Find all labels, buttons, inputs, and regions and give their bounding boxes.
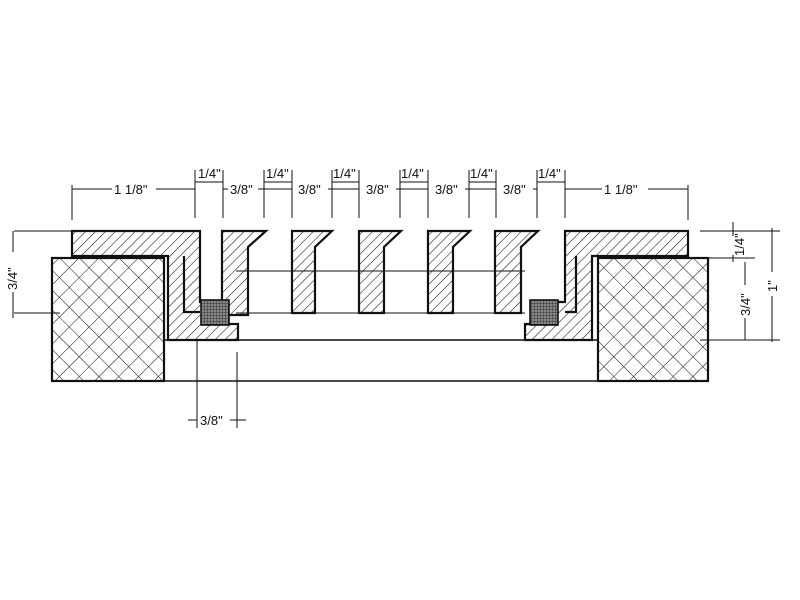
right-vertical-dimensions: 1/4" 3/4" 1": [700, 222, 780, 342]
dim-label: 1": [765, 280, 780, 292]
horizontal-extension-lines: [71, 170, 689, 220]
dim-label: 1/4": [266, 166, 289, 181]
dim-label: 3/8": [435, 182, 458, 197]
top-dimension-labels: 1/4" 1/4" 1/4" 1/4" 1/4" 1/4": [198, 166, 561, 181]
dim-label: 1/4": [470, 166, 493, 181]
dim-label: 3/4": [5, 267, 20, 290]
dim-label: 1 1/8": [114, 182, 148, 197]
left-frame: [70, 229, 240, 342]
left-vertical-dimension: 3/4": [5, 231, 20, 318]
dim-label: 1 1/8": [604, 182, 638, 197]
left-wall-block: [50, 256, 166, 383]
dim-label: 3/8": [298, 182, 321, 197]
right-wall-block: [596, 256, 710, 383]
wall-blocks: [50, 256, 710, 383]
dim-label: 3/8": [230, 182, 253, 197]
dim-label: 3/8": [200, 413, 223, 428]
gaskets: [200, 299, 559, 326]
louver-blade: [426, 229, 473, 315]
left-gasket: [200, 299, 230, 326]
dim-label: 1/4": [732, 233, 747, 256]
dim-label: 1/4": [333, 166, 356, 181]
right-gasket: [529, 299, 559, 326]
louver-blade: [290, 229, 335, 315]
dim-label: 3/8": [366, 182, 389, 197]
louver-blade: [357, 229, 404, 315]
below-dimension: 3/8": [188, 340, 246, 428]
louver-blades: [220, 229, 541, 317]
dim-label: 1/4": [538, 166, 561, 181]
bottom-dimension-labels: 1 1/8" 3/8" 3/8" 3/8" 3/8" 3/8" 1 1/8": [114, 182, 638, 197]
dim-label: 1/4": [198, 166, 221, 181]
right-frame: [523, 229, 690, 342]
dim-label: 1/4": [401, 166, 424, 181]
dim-label: 3/4": [738, 293, 753, 316]
dim-label: 3/8": [503, 182, 526, 197]
louver-blade: [493, 229, 541, 315]
